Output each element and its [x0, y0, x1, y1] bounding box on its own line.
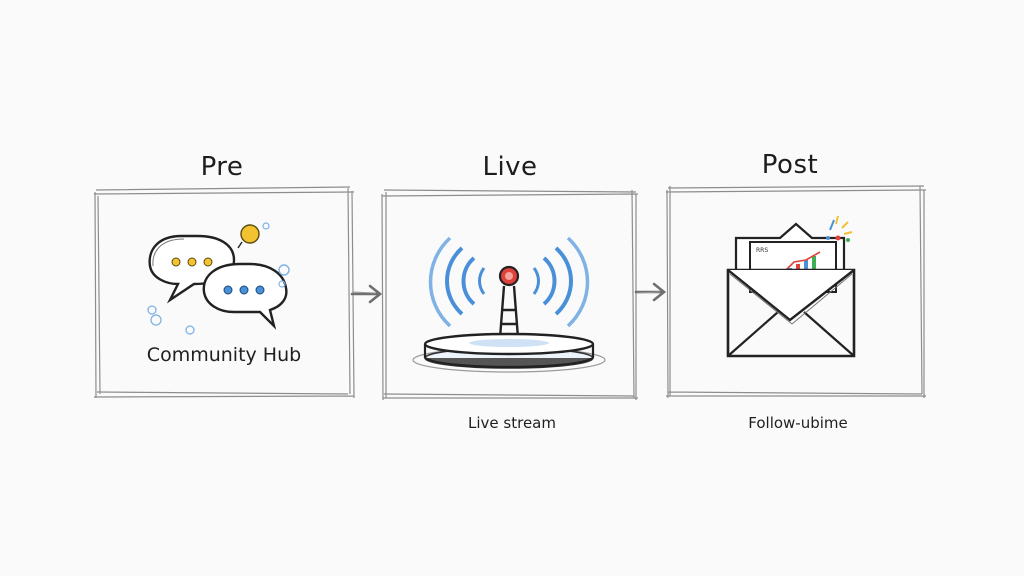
panel-frame [665, 185, 927, 399]
follow-up-caption: Follow-ubime [748, 414, 848, 432]
envelope-report-icon: RRS [726, 216, 856, 358]
chat-bubbles-icon [147, 222, 290, 335]
phase-title-pre: Pre [200, 152, 244, 182]
panel-frame [93, 186, 355, 399]
phase-title-post: Post [761, 150, 819, 180]
community-hub-label: Community Hub [146, 344, 302, 366]
arrow-right-icon [350, 284, 383, 304]
arrow-right-icon [634, 282, 667, 302]
panel-pre: Community Hub [92, 182, 356, 402]
live-stream-caption: Live stream [468, 414, 556, 432]
panel-post: RRS [664, 182, 928, 402]
panel-frame [381, 189, 639, 401]
broadcast-antenna-icon [412, 236, 606, 373]
panel-live [380, 186, 640, 402]
svg-text:RRS: RRS [756, 247, 768, 254]
phase-title-live: Live [482, 152, 538, 182]
